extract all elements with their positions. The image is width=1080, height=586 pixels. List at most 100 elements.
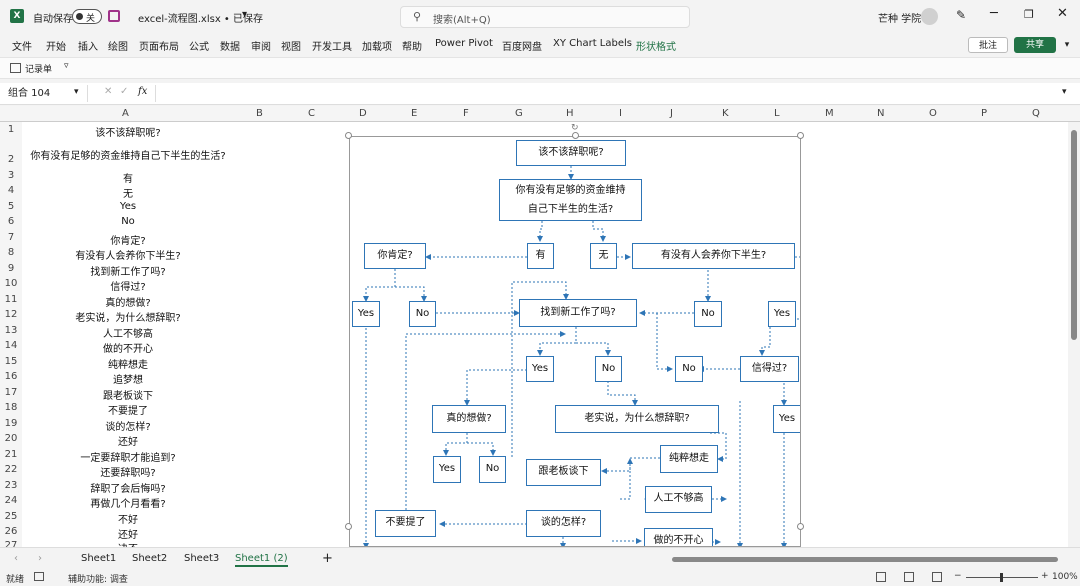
- row-header[interactable]: 22: [4, 464, 18, 475]
- menu-file[interactable]: 文件: [12, 42, 32, 53]
- cell[interactable]: 有: [123, 174, 133, 185]
- row-header[interactable]: 11: [4, 294, 18, 305]
- autosave-toggle[interactable]: 关: [72, 9, 102, 24]
- cell[interactable]: 追梦想: [113, 375, 143, 386]
- column-header[interactable]: L: [774, 108, 780, 119]
- column-header[interactable]: H: [566, 108, 574, 119]
- cell[interactable]: 找到新工作了吗?: [90, 267, 166, 278]
- menu-baidu[interactable]: 百度网盘: [502, 42, 542, 53]
- chevron-left-icon[interactable]: ‹: [14, 553, 18, 564]
- flow-node-trust[interactable]: 信得过?: [740, 356, 799, 382]
- rotate-handle-icon[interactable]: ↻: [571, 123, 579, 133]
- zoom-level[interactable]: 100%: [1052, 572, 1078, 582]
- close-icon[interactable]: ✕: [1057, 6, 1068, 21]
- menu-draw[interactable]: 绘图: [108, 42, 128, 53]
- flow-node-howtalk[interactable]: 谈的怎样?: [526, 510, 601, 537]
- zoom-out-icon[interactable]: −: [954, 571, 962, 581]
- flow-node-newjob[interactable]: 找到新工作了吗?: [519, 299, 637, 327]
- flow-node-yes4[interactable]: Yes: [773, 405, 800, 433]
- resize-handle[interactable]: [797, 132, 804, 139]
- cell[interactable]: Yes: [119, 201, 137, 212]
- flow-node-no2[interactable]: No: [694, 301, 722, 327]
- row-header[interactable]: 3: [7, 170, 15, 181]
- flow-node-yes1[interactable]: Yes: [352, 301, 380, 327]
- column-header[interactable]: J: [670, 108, 673, 119]
- cell[interactable]: 有没有人会养你下半生?: [75, 251, 181, 262]
- row-header[interactable]: 25: [4, 511, 18, 522]
- cell[interactable]: 做的不开心: [103, 344, 153, 355]
- column-header[interactable]: O: [929, 108, 937, 119]
- flowchart-group[interactable]: 该不该辞职呢? 你有没有足够的资金维持自己下半生的生活? 有 无 你肯定? 有没…: [349, 136, 801, 547]
- cell[interactable]: 跟老板谈下: [103, 391, 153, 402]
- menu-help[interactable]: 帮助: [402, 42, 422, 53]
- flow-node-yes2[interactable]: Yes: [768, 301, 796, 327]
- flow-node-q1[interactable]: 该不该辞职呢?: [516, 140, 626, 166]
- flow-node-talkboss[interactable]: 跟老板谈下: [526, 459, 601, 486]
- share-button[interactable]: 共享: [1014, 37, 1056, 53]
- cell[interactable]: 还好: [118, 530, 138, 541]
- row-header[interactable]: 6: [7, 216, 15, 227]
- formula-input[interactable]: [155, 85, 1080, 102]
- resize-handle[interactable]: [572, 132, 579, 139]
- column-header[interactable]: E: [411, 108, 418, 119]
- file-name[interactable]: excel-流程图.xlsx • 已保存: [138, 14, 264, 25]
- cell[interactable]: 人工不够高: [103, 329, 153, 340]
- restore-icon[interactable]: ❐: [1024, 8, 1034, 21]
- column-header[interactable]: Q: [1032, 108, 1040, 119]
- cell[interactable]: 还要辞职吗?: [100, 468, 156, 479]
- cell[interactable]: 不好: [118, 515, 138, 526]
- cell[interactable]: 你肯定?: [110, 236, 146, 247]
- menu-review[interactable]: 审阅: [251, 42, 271, 53]
- row-header[interactable]: 9: [7, 263, 15, 274]
- row-header[interactable]: 19: [4, 418, 18, 429]
- accessibility-status[interactable]: 辅助功能: 调查: [68, 575, 128, 585]
- horizontal-scrollbar[interactable]: [672, 557, 1058, 562]
- row-header[interactable]: 23: [4, 480, 18, 491]
- sheet-tab[interactable]: Sheet2: [132, 553, 168, 564]
- row-header[interactable]: 12: [4, 309, 18, 320]
- chevron-down-icon[interactable]: ▾: [1062, 87, 1067, 97]
- row-header[interactable]: 21: [4, 449, 18, 460]
- menu-view[interactable]: 视图: [281, 42, 301, 53]
- cell[interactable]: 辞职了会后悔吗?: [90, 484, 166, 495]
- row-header[interactable]: 24: [4, 495, 18, 506]
- cell[interactable]: 再做几个月看看?: [90, 499, 166, 510]
- flow-node-sure[interactable]: 你肯定?: [364, 243, 426, 269]
- menu-data[interactable]: 数据: [220, 42, 240, 53]
- flow-node-dontmention[interactable]: 不要提了: [375, 510, 436, 537]
- row-header[interactable]: 20: [4, 433, 18, 444]
- cell[interactable]: 纯粹想走: [108, 360, 148, 371]
- sheet-tab-active[interactable]: Sheet1 (2): [235, 553, 288, 567]
- flow-node-justleave[interactable]: 纯粹想走: [660, 445, 718, 473]
- row-header[interactable]: 27: [4, 540, 18, 547]
- row-header[interactable]: 8: [7, 247, 15, 258]
- menu-insert[interactable]: 插入: [78, 42, 98, 53]
- flow-node-yes5[interactable]: Yes: [433, 456, 461, 483]
- menu-addins[interactable]: 加载项: [362, 42, 392, 53]
- resize-handle[interactable]: [345, 523, 352, 530]
- user-name[interactable]: 芒种 学院: [878, 14, 922, 25]
- flow-node-honest[interactable]: 老实说，为什么想辞职?: [555, 405, 719, 433]
- search-input[interactable]: ⚲ 搜索(Alt+Q): [400, 6, 690, 28]
- flow-node-really[interactable]: 真的想做?: [432, 405, 506, 433]
- cell[interactable]: 信得过?: [110, 282, 146, 293]
- flow-node-q2[interactable]: 你有没有足够的资金维持自己下半生的生活?: [499, 179, 642, 221]
- menu-xy-chart-labels[interactable]: XY Chart Labels: [553, 38, 632, 49]
- row-header[interactable]: 26: [4, 526, 18, 537]
- flow-node-no5[interactable]: No: [479, 456, 506, 483]
- chevron-down-icon[interactable]: ▿: [64, 61, 69, 71]
- chevron-down-icon[interactable]: ▾: [1064, 40, 1070, 50]
- cell[interactable]: 还好: [118, 437, 138, 448]
- menu-shape-format[interactable]: 形状格式: [636, 42, 676, 53]
- cell[interactable]: 一定要辞职才能追到?: [80, 453, 176, 464]
- page-layout-icon[interactable]: [904, 572, 914, 582]
- zoom-in-icon[interactable]: +: [1041, 571, 1049, 581]
- resize-handle[interactable]: [797, 523, 804, 530]
- row-header[interactable]: 18: [4, 402, 18, 413]
- minimize-icon[interactable]: ─: [990, 6, 998, 21]
- cell[interactable]: 决不: [24, 540, 232, 547]
- row-header[interactable]: 1: [7, 124, 15, 135]
- cell[interactable]: No: [121, 216, 135, 227]
- flow-node-no4[interactable]: No: [675, 356, 703, 382]
- cell[interactable]: 谈的怎样?: [105, 422, 151, 433]
